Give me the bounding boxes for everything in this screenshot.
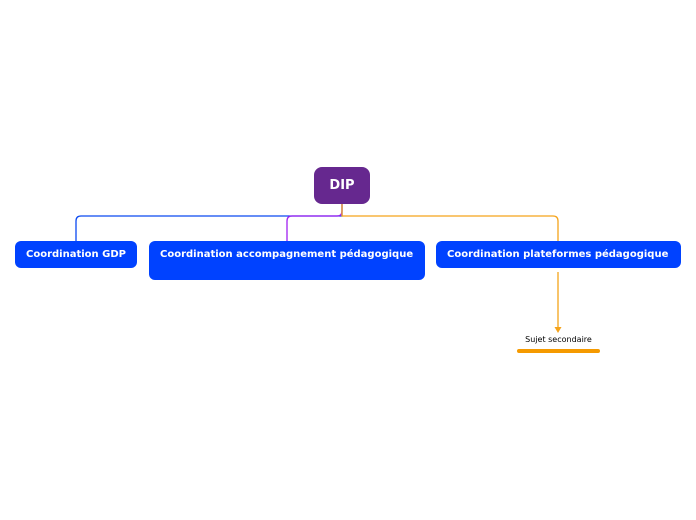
topic-label: Coordination accompagnement pédagogique <box>160 249 414 260</box>
connector-arrowhead <box>554 327 562 333</box>
root-topic-label: DIP <box>329 178 355 193</box>
root-topic-dip[interactable]: DIP <box>314 167 370 204</box>
connector-root-to-plateformes <box>341 204 559 241</box>
subtopic-label: Sujet secondaire <box>525 335 592 344</box>
topic-coordination-accompagnement[interactable]: Coordination accompagnement pédagogique <box>149 241 425 280</box>
subtopic-sujet-secondaire[interactable]: Sujet secondaire <box>517 333 600 353</box>
topic-label: Coordination plateformes pédagogique <box>447 249 669 260</box>
connector-root-to-gdp <box>75 204 343 241</box>
topic-coordination-gdp[interactable]: Coordination GDP <box>15 241 137 268</box>
topic-coordination-plateformes[interactable]: Coordination plateformes pédagogique <box>436 241 681 268</box>
topic-label: Coordination GDP <box>26 249 126 260</box>
subtopic-underline <box>517 349 600 353</box>
connector-root-to-accompagnement <box>286 204 343 241</box>
